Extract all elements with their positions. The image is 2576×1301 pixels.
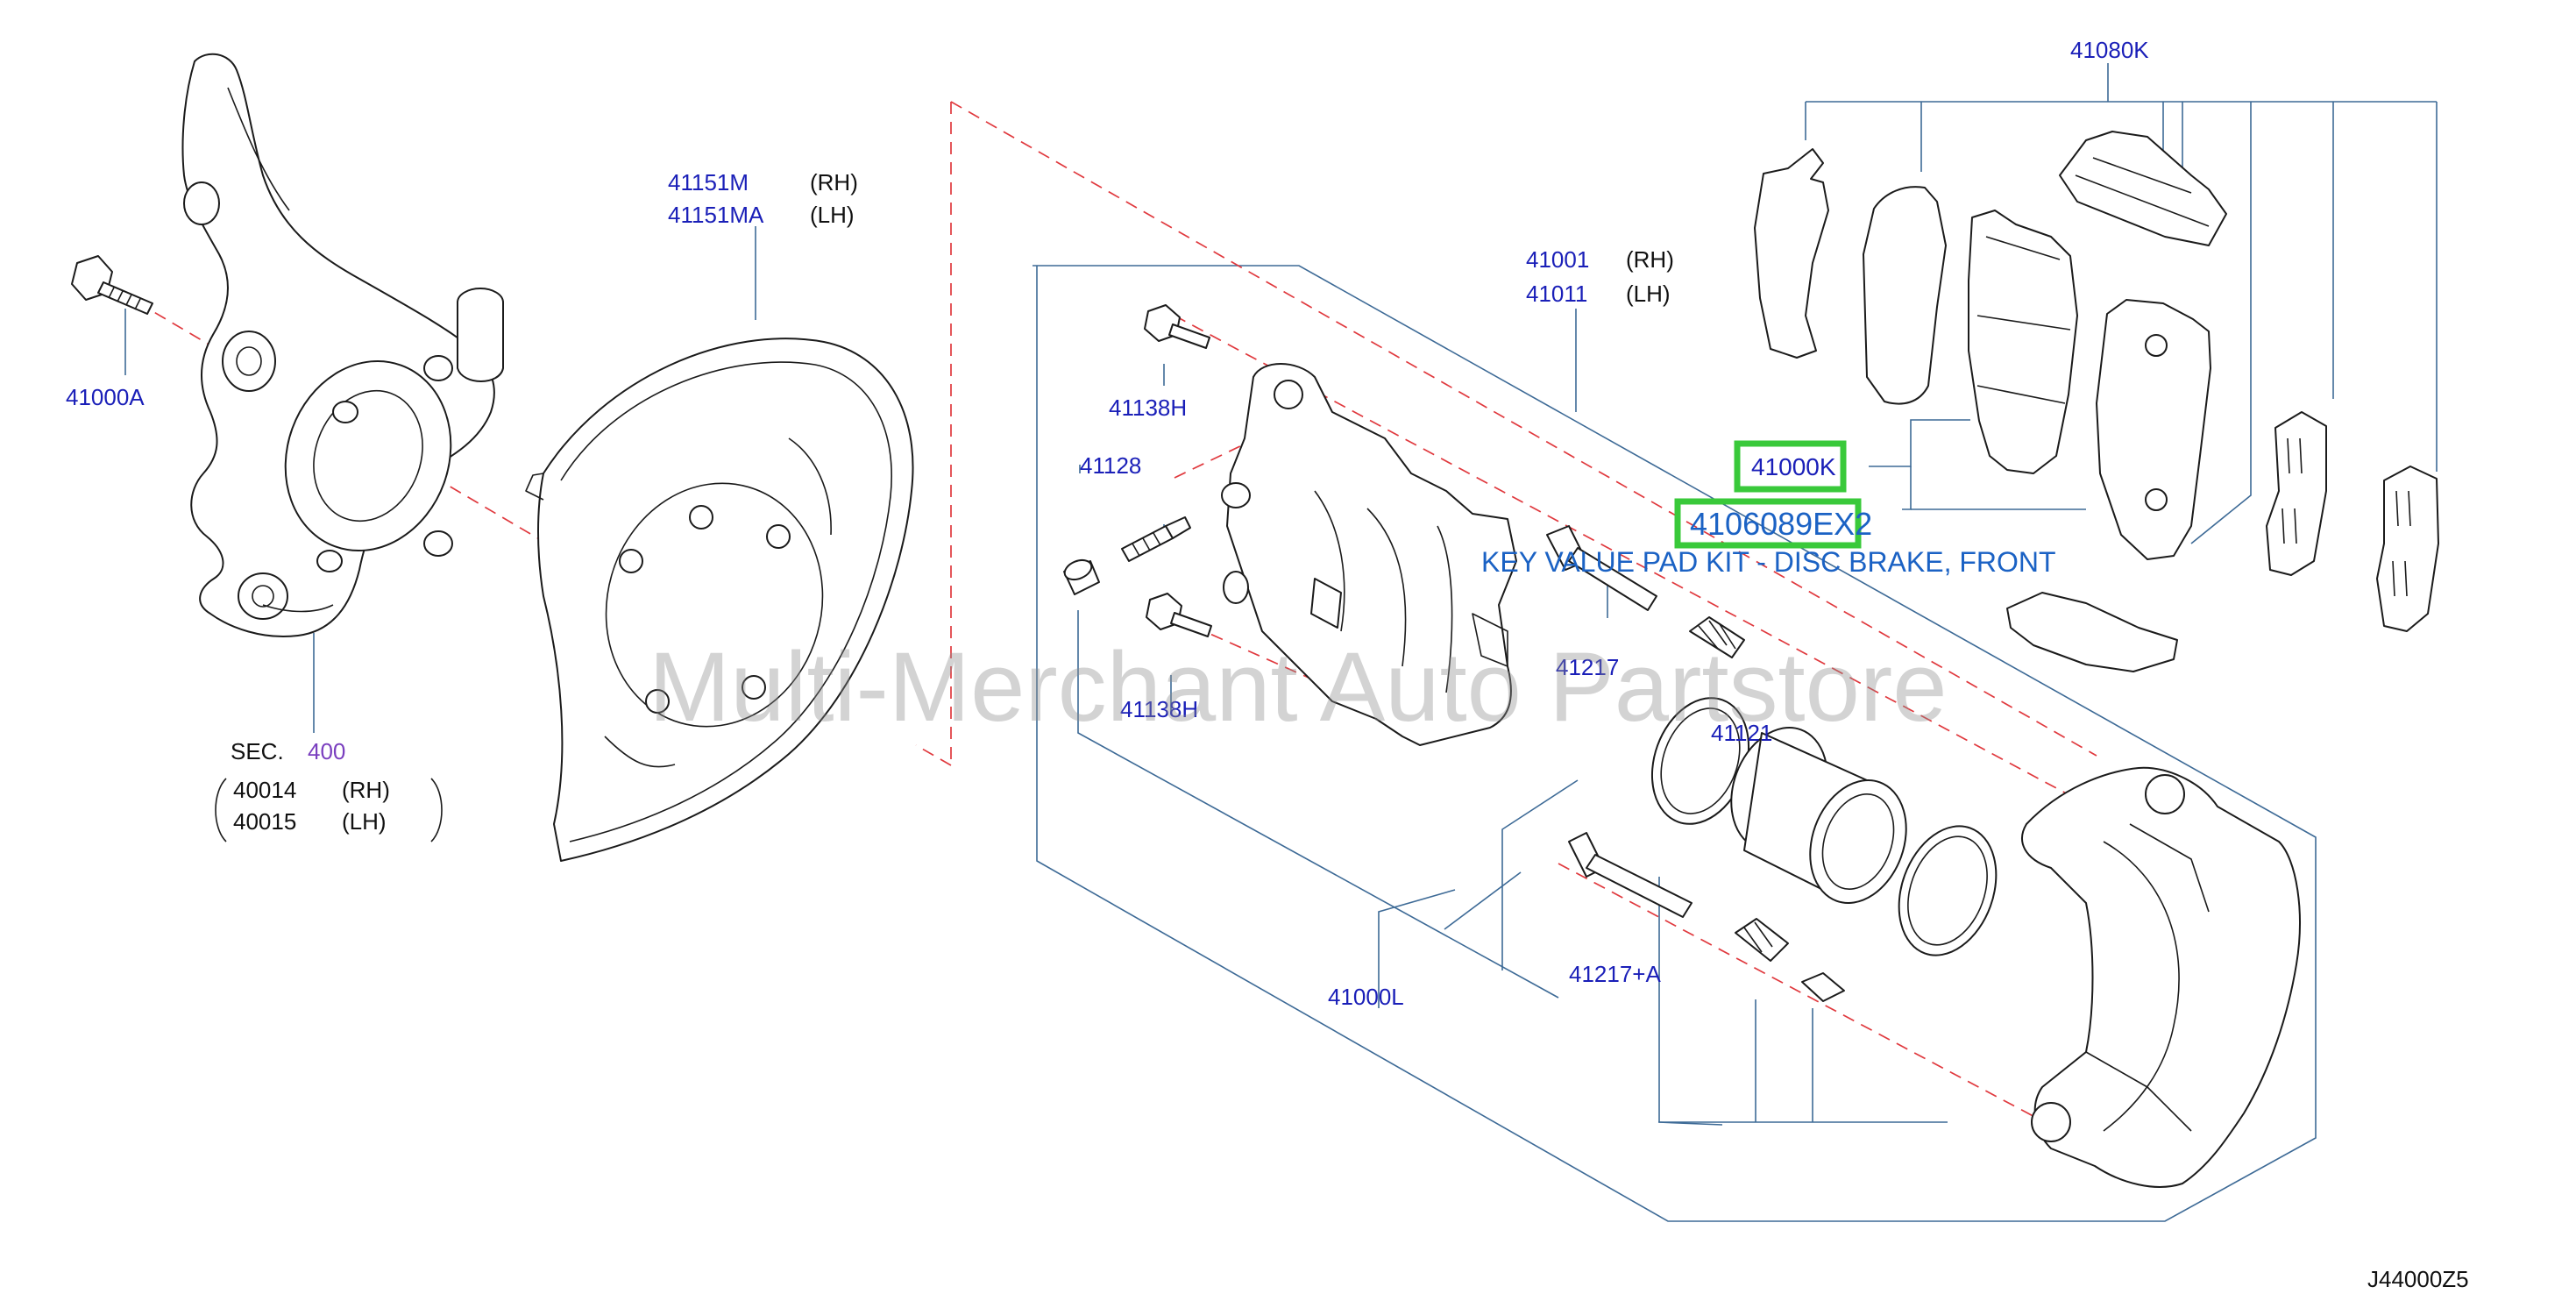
piston-part bbox=[1730, 727, 1907, 904]
label-41138h-top: 41138H bbox=[1109, 395, 1187, 421]
label-41151ma: 41151MA bbox=[668, 202, 764, 228]
highlight-box-part-number bbox=[1674, 498, 1862, 549]
label-41128: 41128 bbox=[1080, 452, 1141, 479]
label-sec: SEC. bbox=[231, 738, 284, 764]
steering-knuckle-part bbox=[181, 53, 504, 637]
label-41011-side: (LH) bbox=[1626, 281, 1671, 307]
label-41151m: 41151M bbox=[668, 169, 749, 196]
label-41080k: 41080K bbox=[2070, 37, 2149, 63]
brake-shim-part bbox=[1754, 148, 1947, 405]
label-40014: 40014 bbox=[233, 777, 296, 803]
dust-shield-part bbox=[525, 338, 914, 862]
abutment-clip-upper-part bbox=[2266, 411, 2327, 576]
part-labels: 41000A 41151M (RH) 41151MA (LH) SEC. 400… bbox=[66, 37, 2469, 1292]
slide-pin-41217a-part bbox=[1568, 832, 1692, 918]
label-41000a: 41000A bbox=[66, 384, 145, 410]
pad-retainer-part bbox=[2006, 592, 2178, 672]
label-40015-side: (LH) bbox=[342, 808, 387, 835]
highlighted-part-number[interactable]: 4106089EX2 bbox=[1690, 506, 1872, 542]
highlight-box-41000k bbox=[1734, 440, 1847, 493]
bracket-marks bbox=[215, 778, 443, 842]
label-41217: 41217 bbox=[1556, 654, 1619, 680]
brake-pad-outer-part bbox=[2096, 299, 2211, 560]
label-41011: 41011 bbox=[1526, 281, 1587, 307]
bolt-41138h-bottom-part bbox=[1146, 593, 1212, 637]
leader-lines bbox=[124, 63, 2438, 1222]
label-40015: 40015 bbox=[233, 808, 296, 835]
caliper-body-part bbox=[1221, 363, 1517, 746]
label-41138h-bottom: 41138H bbox=[1120, 696, 1198, 722]
label-41121: 41121 bbox=[1711, 720, 1772, 746]
label-41000l: 41000L bbox=[1328, 984, 1404, 1010]
label-sec-number: 400 bbox=[308, 738, 345, 764]
label-41000k: 41000K bbox=[1751, 453, 1836, 480]
piston-seal-part bbox=[1898, 825, 1998, 956]
diagram-code: J44000Z5 bbox=[2367, 1266, 2469, 1292]
bolt-41000a-part bbox=[71, 255, 153, 315]
bolt-41138h-top-part bbox=[1144, 304, 1210, 349]
pad-clip-part bbox=[2059, 131, 2227, 246]
abutment-clip-lower-part bbox=[2376, 466, 2439, 632]
label-40014-side: (RH) bbox=[342, 777, 390, 803]
label-41001: 41001 bbox=[1526, 246, 1589, 273]
bleeder-screw-part bbox=[1063, 516, 1191, 595]
highlighted-part-description: KEY VALUE PAD KIT - DISC BRAKE, FRONT bbox=[1481, 546, 2056, 578]
brake-pad-inner-part bbox=[1968, 210, 2078, 474]
watermark-text: Multi-Merchant Auto Partstore bbox=[649, 632, 1947, 742]
boot-small-part bbox=[1735, 918, 1789, 962]
bushing-part bbox=[1801, 972, 1845, 1002]
caliper-bracket-part bbox=[2021, 766, 2301, 1188]
label-41151m-side: (RH) bbox=[810, 169, 858, 196]
slide-pin-41217-part bbox=[1546, 525, 1657, 611]
label-41151ma-side: (LH) bbox=[810, 202, 855, 228]
label-41217a: 41217+A bbox=[1569, 961, 1661, 987]
boot-part bbox=[1689, 616, 1745, 658]
label-41001-side: (RH) bbox=[1626, 246, 1674, 273]
